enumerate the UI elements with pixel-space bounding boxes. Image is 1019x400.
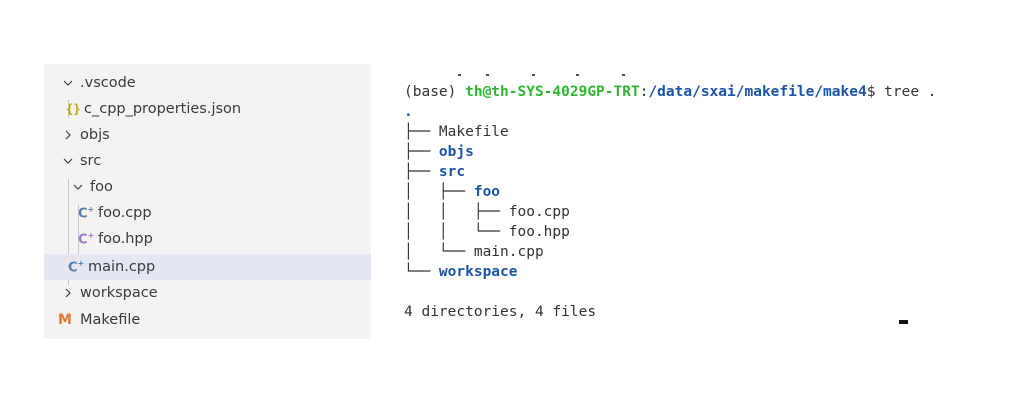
json-braces-icon: {}: [66, 102, 81, 116]
tree-line: │ ├── foo: [404, 182, 500, 202]
tree-line: ├── objs: [404, 142, 474, 162]
tree-file-main-cpp[interactable]: C+ main.cpp: [44, 254, 371, 280]
hpp-glyph: C: [78, 232, 88, 248]
tree-branch: │ │ └──: [404, 224, 509, 240]
tree-entry-dir: foo: [473, 184, 501, 200]
chevron-down-icon: [70, 179, 86, 195]
chevron-down-icon: [60, 153, 76, 169]
tree-entry-dir: workspace: [438, 264, 518, 280]
cpp-glyph: C: [68, 260, 78, 276]
tree-branch: └──: [404, 264, 439, 280]
cpp-plus-glyph: +: [77, 258, 85, 268]
tree-entry: Makefile: [438, 124, 509, 140]
tree-branch: ├──: [404, 164, 439, 180]
tree-folder-workspace[interactable]: workspace: [44, 280, 371, 306]
hpp-file-icon: C+: [78, 231, 98, 247]
tree-folder-src[interactable]: src: [44, 148, 371, 174]
tree-summary: 4 directories, 4 files: [404, 304, 597, 320]
tree-folder-vscode[interactable]: .vscode: [44, 70, 371, 96]
terminal-cursor: [899, 320, 908, 324]
cpp-file-icon: C+: [68, 259, 88, 275]
tree-item-label: foo.hpp: [98, 231, 153, 247]
tree-branch: ├──: [404, 144, 439, 160]
tree-file-makefile[interactable]: M Makefile: [44, 307, 371, 333]
tree-file-c-cpp-properties-json[interactable]: {} c_cpp_properties.json: [44, 96, 371, 122]
cpp-file-icon: C+: [78, 205, 98, 221]
tree-branch: ├──: [404, 124, 439, 140]
prompt-path: /data/sxai/makefile/make4: [648, 84, 867, 100]
tree-item-label: c_cpp_properties.json: [84, 101, 242, 117]
chevron-down-icon: [60, 75, 76, 91]
hpp-plus-glyph: +: [87, 230, 95, 240]
tree-entry: foo.hpp: [508, 224, 570, 240]
terminal-output[interactable]: (base) th@th-SYS-4029GP-TRT:/data/sxai/m…: [404, 70, 1004, 350]
tree-item-label: workspace: [80, 285, 158, 301]
tree-line: │ │ ├── foo.cpp: [404, 202, 570, 222]
tree-branch: │ └──: [404, 244, 474, 260]
prompt-env: (base): [404, 84, 466, 100]
tree-folder-objs[interactable]: objs: [44, 122, 371, 148]
tree-line: │ └── main.cpp: [404, 242, 544, 262]
indent-guide: [78, 205, 79, 259]
tree-entry: foo.cpp: [508, 204, 570, 220]
tree-entry-dir: objs: [438, 144, 474, 160]
tree-line: │ │ └── foo.hpp: [404, 222, 570, 242]
file-explorer: .vscode {} c_cpp_properties.json objs sr…: [44, 64, 371, 339]
tree-line: └── workspace: [404, 262, 518, 282]
tree-entry: main.cpp: [473, 244, 544, 260]
cpp-glyph: C: [78, 206, 88, 222]
prompt-command: $ tree .: [866, 84, 937, 100]
tree-item-label: foo.cpp: [98, 205, 152, 221]
prompt-line: (base) th@th-SYS-4029GP-TRT:/data/sxai/m…: [404, 82, 937, 102]
tree-item-label: .vscode: [80, 75, 136, 91]
indent-guide: [68, 100, 69, 118]
tree-entry-dir: src: [438, 164, 466, 180]
tree-item-label: src: [80, 153, 102, 169]
makefile-icon: M: [58, 312, 72, 328]
chevron-right-icon: [60, 285, 76, 301]
tree-line: ├── Makefile: [404, 122, 509, 142]
previous-line-remnant: [458, 74, 625, 76]
prompt-user-host: th@th-SYS-4029GP-TRT: [465, 84, 640, 100]
tree-item-label: objs: [80, 127, 110, 143]
tree-branch: │ ├──: [404, 184, 474, 200]
tree-line: ├── src: [404, 162, 465, 182]
tree-item-label: main.cpp: [88, 259, 156, 275]
indent-guide: [68, 179, 69, 285]
prompt-colon: :: [639, 84, 649, 100]
chevron-right-icon: [60, 127, 76, 143]
tree-file-foo-cpp[interactable]: C+ foo.cpp: [44, 200, 371, 226]
tree-branch: │ │ ├──: [404, 204, 509, 220]
tree-file-foo-hpp[interactable]: C+ foo.hpp: [44, 226, 371, 252]
tree-item-label: foo: [90, 179, 113, 195]
tree-item-label: Makefile: [80, 312, 141, 328]
cpp-plus-glyph: +: [87, 204, 95, 214]
tree-root: .: [404, 104, 413, 120]
tree-folder-foo[interactable]: foo: [44, 174, 371, 200]
